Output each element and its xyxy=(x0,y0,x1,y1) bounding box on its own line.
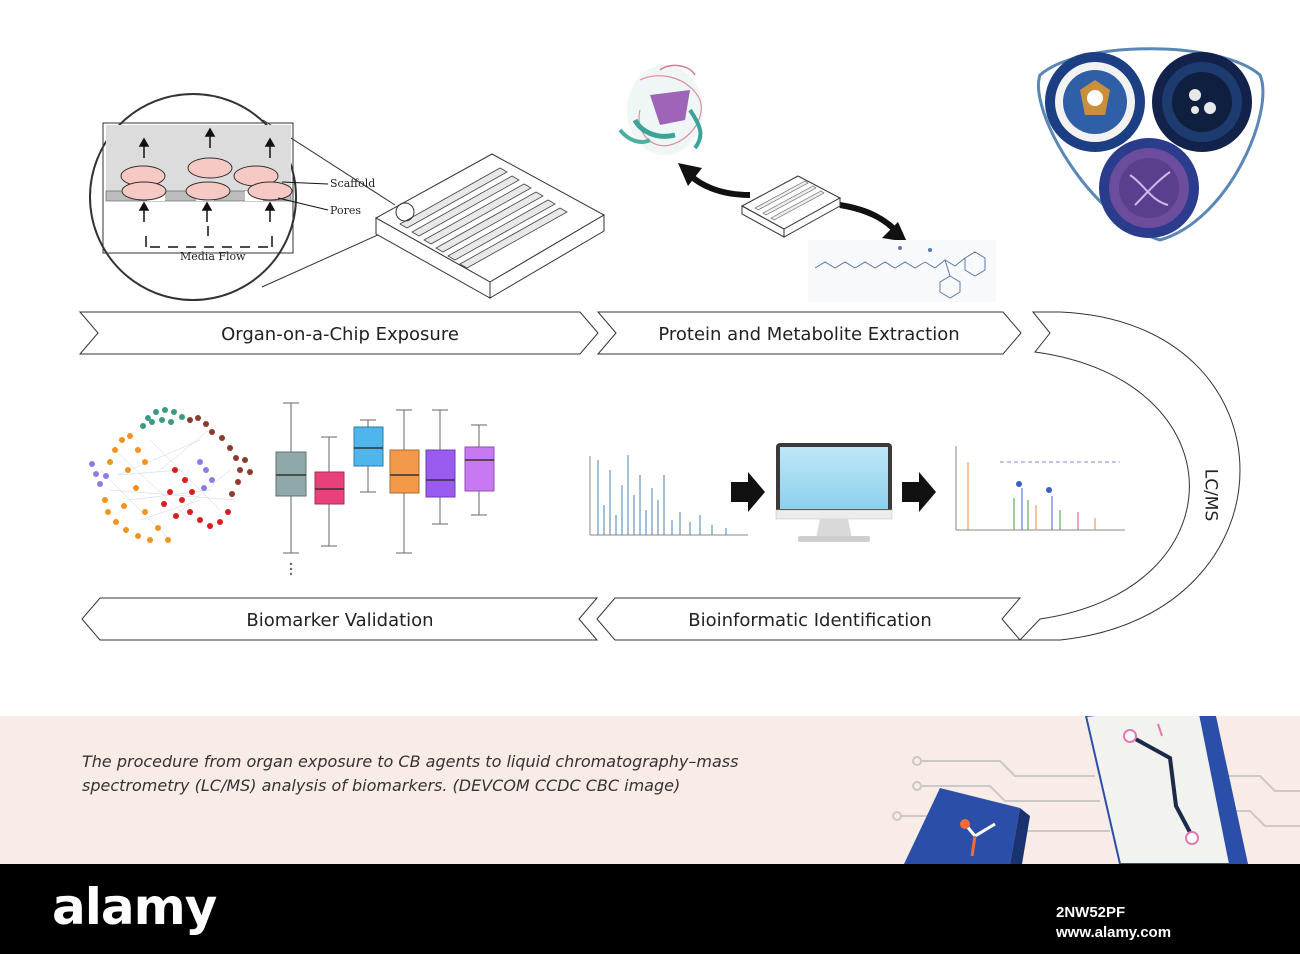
extraction-chip xyxy=(740,175,842,238)
dtra-seal-icon xyxy=(1045,52,1145,152)
jsto-seal-icon xyxy=(1099,138,1199,238)
agency-seals-group xyxy=(1037,47,1265,242)
step-banner-extraction xyxy=(596,311,1022,355)
step-banner-biomarker xyxy=(81,597,599,641)
workflow-diagram: Scaffold Pores Media Flow xyxy=(78,47,1265,641)
caption-band: The procedure from organ exposure to CB … xyxy=(0,716,1300,864)
pipeline-arrow-1 xyxy=(731,472,765,512)
step-banner-bioinformatic xyxy=(596,597,1022,641)
organ-chip-magnified-inset: Scaffold Pores Media Flow xyxy=(89,93,401,301)
alamy-logo: alamy xyxy=(52,878,217,936)
image-id: 2NW52PF xyxy=(1056,904,1126,921)
pipeline-arrow-2 xyxy=(902,472,936,512)
extraction-arrowhead-left xyxy=(678,163,702,186)
extraction-arrowhead-right xyxy=(882,222,907,242)
step-label-biomarker: Biomarker Validation xyxy=(246,610,433,631)
organ-chip-device xyxy=(374,153,606,299)
mass-spectrum-image-2 xyxy=(955,446,1125,531)
extraction-arrow-right xyxy=(839,202,898,233)
watermark-footer: alamy 2NW52PF www.alamy.com xyxy=(0,864,1300,954)
microfluidic-chip-blue xyxy=(904,788,1030,864)
network-graph-image xyxy=(89,407,253,543)
extraction-arrow-left xyxy=(687,172,751,198)
figure-caption: The procedure from organ exposure to CB … xyxy=(82,752,739,795)
step-label-extraction: Protein and Metabolite Extraction xyxy=(658,324,959,345)
lcms-label-container: LC/MS xyxy=(1180,440,1240,550)
lcms-curved-arrow xyxy=(1018,311,1241,641)
computer-monitor-icon xyxy=(775,443,893,542)
mass-spectrum-image-1 xyxy=(589,455,748,536)
cbdp-seal-icon xyxy=(1152,52,1252,152)
step-label-organ-on-chip: Organ-on-a-Chip Exposure xyxy=(221,324,459,345)
step-label-lcms: LC/MS xyxy=(1200,468,1220,522)
metabolite-structure-image xyxy=(808,240,996,302)
pores-label: Pores xyxy=(330,204,361,217)
circuit-decoration-image xyxy=(892,716,1300,864)
media-flow-label: Media Flow xyxy=(180,250,246,263)
protein-structure-image xyxy=(618,64,703,155)
step-banner-organ-on-chip xyxy=(78,311,599,355)
footer-url: www.alamy.com xyxy=(1056,924,1172,941)
box-plot-image xyxy=(275,402,495,576)
step-label-bioinformatic: Bioinformatic Identification xyxy=(688,610,931,631)
scaffold-label: Scaffold xyxy=(330,177,375,190)
microfluidic-chip-white xyxy=(1084,716,1248,864)
